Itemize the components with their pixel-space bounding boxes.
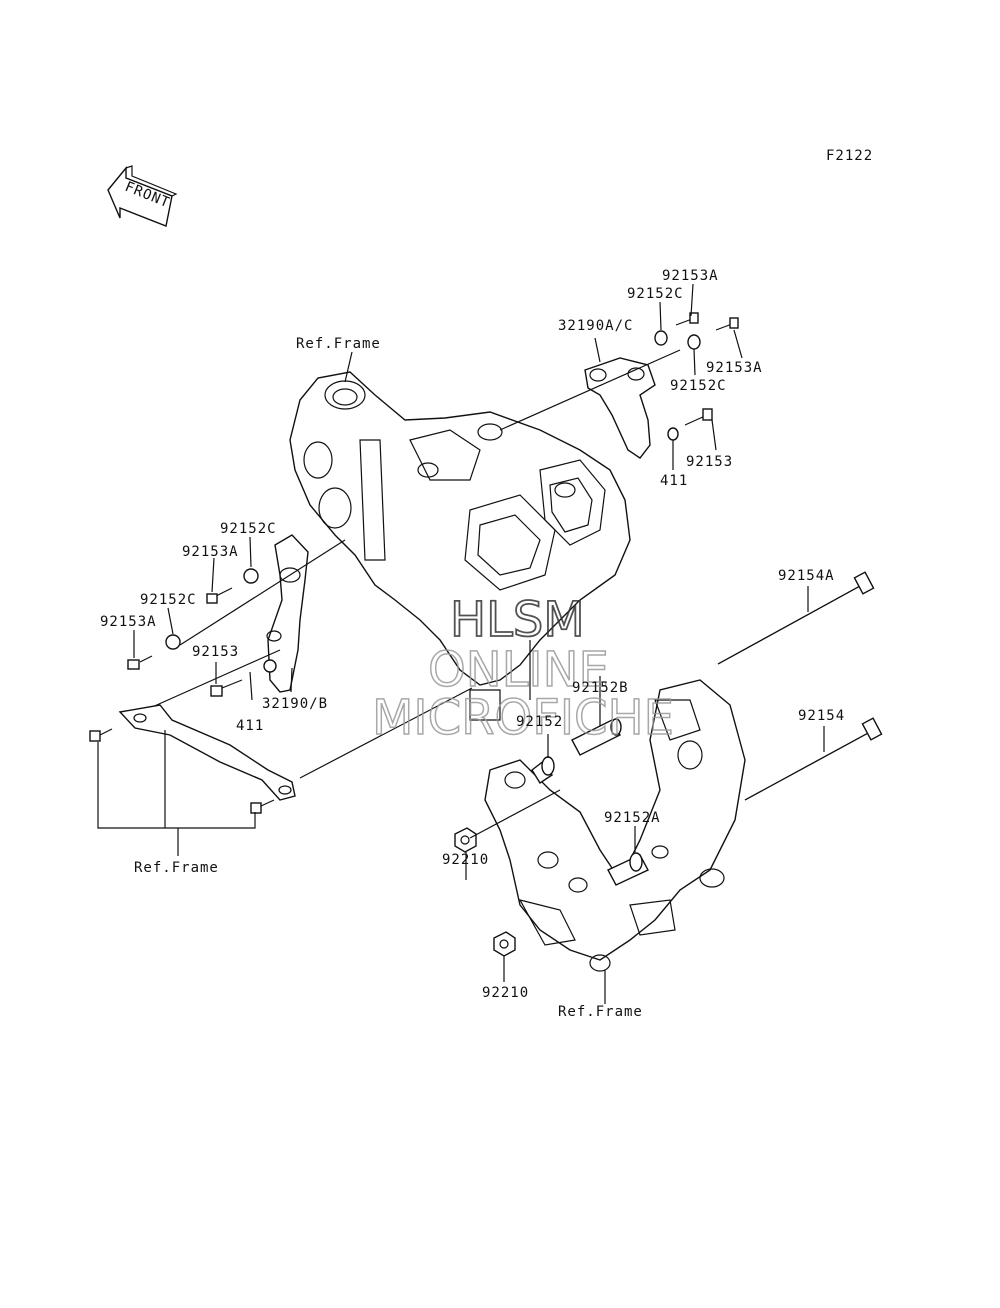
bolt-92154A — [717, 571, 875, 665]
label-ref-frame-left: Ref.Frame — [134, 860, 219, 876]
label-92153-top: 92153 — [686, 454, 733, 470]
bolt-92153A-left — [206, 587, 233, 604]
washer-92152C-top-2 — [687, 334, 701, 350]
watermark: HLSM ONLINE MICROFICHE — [371, 591, 674, 747]
bolt-ref-left-1 — [89, 728, 113, 742]
label-32190AC: 32190A/C — [558, 318, 633, 334]
bolt-92153-top — [684, 408, 713, 426]
label-92154A: 92154A — [778, 568, 835, 584]
washer-411-left — [263, 659, 277, 673]
bolt-92153A-top-2 — [715, 317, 739, 331]
front-arrow-icon: FRONT — [107, 165, 178, 227]
bolt-92153A-left-2 — [127, 655, 153, 670]
washer-92152C-left-2 — [165, 634, 181, 650]
label-92152B: 92152B — [572, 680, 629, 696]
label-ref-frame-top: Ref.Frame — [296, 336, 381, 352]
watermark-line2: ONLINE — [428, 642, 609, 698]
washer-411-top — [667, 427, 679, 441]
label-92153A-left: 92153A — [182, 544, 239, 560]
bolt-92153-left — [210, 679, 243, 697]
bolt-92154 — [744, 717, 883, 801]
label-92153-left: 92153 — [192, 644, 239, 660]
watermark-line3: MICROFICHE — [372, 690, 674, 746]
label-92152: 92152 — [516, 714, 563, 730]
label-92152C-left: 92152C — [220, 521, 277, 537]
nut-92210-upper — [454, 827, 477, 853]
label-92154: 92154 — [798, 708, 845, 724]
washer-92152C-left — [243, 568, 259, 584]
bolt-92153A-top — [675, 312, 699, 326]
lower-arm-part — [118, 704, 296, 801]
collar-92152 — [531, 756, 555, 784]
bolt-ref-left-2 — [250, 799, 275, 814]
bracket-32190B-part — [266, 534, 309, 693]
label-92210-lower: 92210 — [482, 985, 529, 1001]
label-92152C-top: 92152C — [627, 286, 684, 302]
main-frame-part — [289, 371, 631, 721]
right-engine-mount-part — [484, 679, 746, 972]
label-ref-frame-bottom: Ref.Frame — [558, 1004, 643, 1020]
label-92152C-left-2: 92152C — [140, 592, 197, 608]
label-411-left: 411 — [236, 718, 264, 734]
label-411-top: 411 — [660, 473, 688, 489]
nut-92210-lower — [493, 931, 516, 957]
label-92153A-top: 92153A — [662, 268, 719, 284]
washer-92152C-top — [654, 330, 668, 346]
figure-code: F2122 — [826, 148, 873, 164]
label-92153A-left-2: 92153A — [100, 614, 157, 630]
label-92153A-top-2: 92153A — [706, 360, 763, 376]
label-92210-upper: 92210 — [442, 852, 489, 868]
label-92152A: 92152A — [604, 810, 661, 826]
label-32190B: 32190/B — [262, 696, 328, 712]
label-92152C-top-2: 92152C — [670, 378, 727, 394]
watermark-line1: HLSM — [450, 592, 585, 648]
collar-92152A — [607, 852, 649, 886]
bracket-32190AC-part — [584, 357, 656, 459]
collar-92152B — [571, 718, 622, 756]
